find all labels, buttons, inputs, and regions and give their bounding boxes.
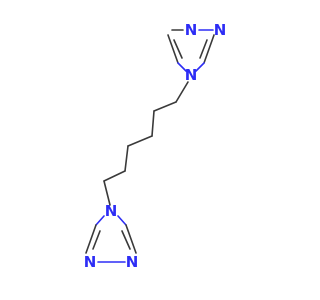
bond-top-ring-lower-right [195, 62, 205, 72]
bond-bottom-ring-left [85, 224, 97, 254]
atom-n-bottom-ring: N [105, 202, 118, 220]
bond-top-ring-c2-right [203, 34, 215, 64]
bond-top-ring-lower-left [177, 62, 187, 72]
bond-top-ring-c1-left [167, 34, 179, 64]
bond-top-ring-inner-right [199, 39, 208, 59]
bond-chain-1 [175, 81, 189, 103]
bond-bottom-ring-right [125, 224, 137, 254]
atom-n-bottom-left: N [84, 253, 97, 271]
bond-chain-2 [153, 101, 177, 112]
bond-chain-4 [127, 135, 153, 147]
atom-n-top-ring: N [185, 66, 198, 84]
bonds [85, 29, 215, 263]
molecule-structure: N N N N N N [84, 21, 227, 271]
atom-n-top-left: N [185, 21, 198, 39]
bond-bottom-ring-upper-left [95, 215, 105, 226]
bond-chain-6 [103, 170, 126, 182]
bond-bottom-ring-inner-right [121, 230, 131, 250]
atom-n-bottom-right: N [126, 253, 139, 271]
atom-n-top-right: N [214, 21, 227, 39]
bond-chain-5 [124, 145, 129, 172]
bond-chain-3 [151, 110, 155, 137]
bond-bottom-ring-upper-right [117, 215, 127, 226]
bond-chain-7 [103, 180, 111, 206]
bond-bottom-ring-inner-left [92, 230, 101, 250]
atom-labels: N N N N N N [84, 21, 227, 271]
bond-top-ring-inner-left [173, 39, 183, 59]
